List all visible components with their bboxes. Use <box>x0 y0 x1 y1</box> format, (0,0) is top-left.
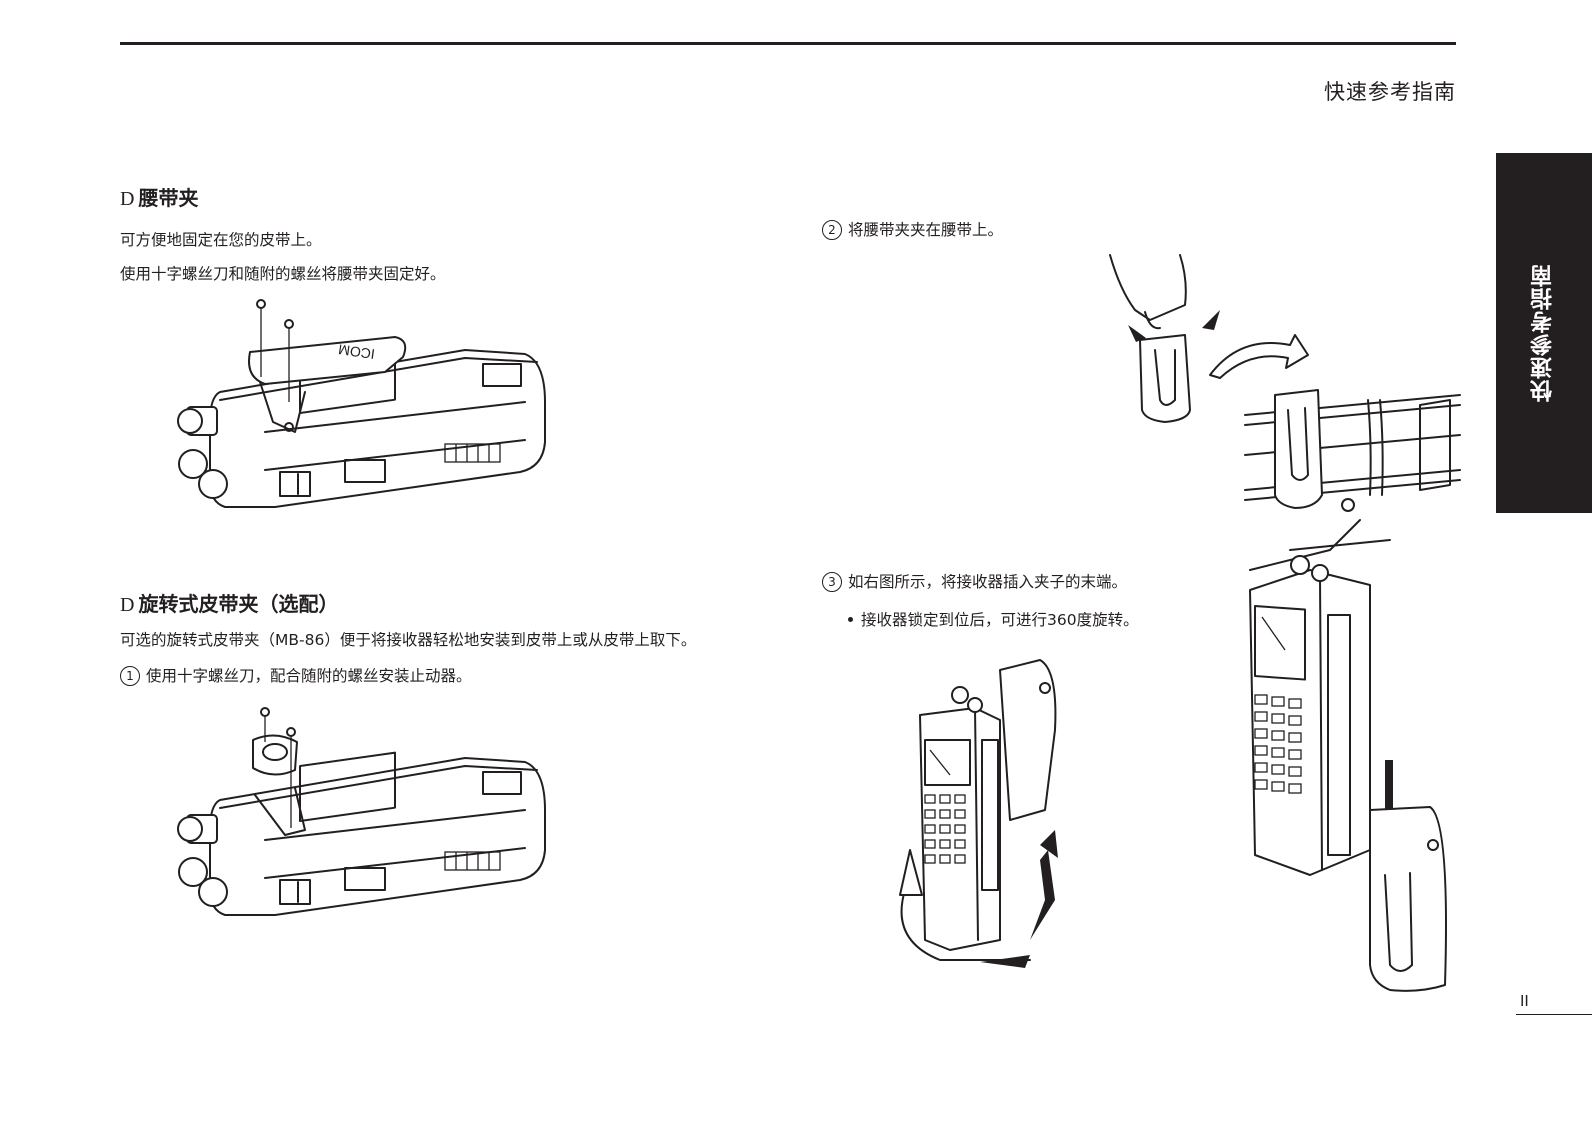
belt-clip-line-2: 使用十字螺丝刀和随附的螺丝将腰带夹固定好。 <box>120 265 446 283</box>
side-tab: 快速参考指南 <box>1496 153 1592 513</box>
receiver-rotation-illustration <box>899 659 1058 968</box>
step-number: 1 <box>120 666 140 686</box>
receiver-insert-illustration <box>1249 555 1447 992</box>
section-marker: D <box>120 594 135 616</box>
belt-clip-line-1: 可方便地固定在您的皮带上。 <box>120 231 322 249</box>
step-number: 3 <box>822 572 842 592</box>
bullet-note: 接收器锁定到位后，可进行360度旋转。 <box>848 608 1139 630</box>
stopper-install-illustration <box>177 707 546 916</box>
clip-brand-text: ICOM <box>337 341 375 362</box>
page-number-rule <box>1516 1014 1592 1015</box>
step-number: 2 <box>822 220 842 240</box>
page-header-title: 快速参考指南 <box>1324 80 1456 104</box>
step-2: 2 将腰带夹夹在腰带上。 <box>822 218 1003 240</box>
bullet-dot <box>848 617 853 622</box>
step-text: 使用十字螺丝刀，配合随附的螺丝安装止动器。 <box>146 667 472 685</box>
page-number: II <box>1520 992 1529 1010</box>
header-rule <box>120 42 1456 45</box>
step-text: 如右图所示，将接收器插入夹子的末端。 <box>848 573 1128 591</box>
section-marker: D <box>120 188 135 210</box>
clip-on-belt-illustration <box>1109 254 1461 571</box>
bullet-text: 接收器锁定到位后，可进行360度旋转。 <box>861 611 1139 629</box>
belt-clip-install-illustration: ICOM <box>177 299 546 508</box>
step-3: 3 如右图所示，将接收器插入夹子的末端。 <box>822 570 1127 592</box>
swivel-intro: 可选的旋转式皮带夹（MB-86）便于将接收器轻松地安装到皮带上或从皮带上取下。 <box>120 631 697 649</box>
side-tab-label: 快速参考指南 <box>1531 264 1556 402</box>
step-text: 将腰带夹夹在腰带上。 <box>848 221 1004 239</box>
heading-text: 旋转式皮带夹（选配） <box>138 592 339 616</box>
heading-text: 腰带夹 <box>138 186 199 210</box>
step-1: 1 使用十字螺丝刀，配合随附的螺丝安装止动器。 <box>120 664 472 686</box>
